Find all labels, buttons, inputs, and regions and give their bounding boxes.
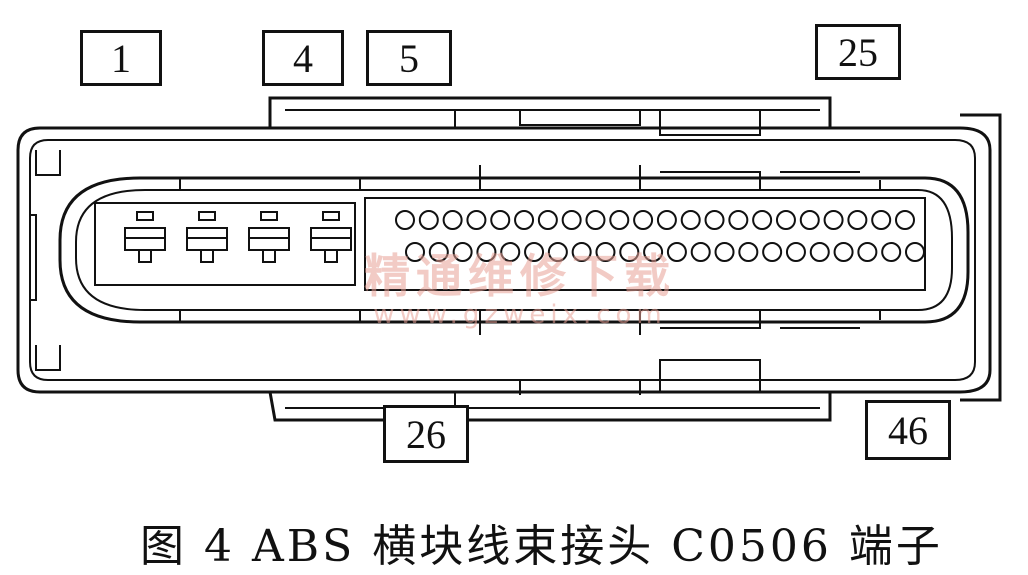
left-latch xyxy=(35,150,61,176)
signal-pin-bottom xyxy=(428,242,449,262)
cavity-outer xyxy=(58,176,970,324)
pin-label-5-text: 5 xyxy=(399,35,419,81)
signal-pin-top xyxy=(895,210,915,230)
signal-pin-bottom xyxy=(500,242,521,262)
pin-label-25-text: 25 xyxy=(838,29,878,75)
signal-pin-bottom xyxy=(666,242,687,262)
signal-pin-top xyxy=(418,210,439,230)
left-latch-2 xyxy=(35,345,61,371)
signal-pin-top xyxy=(395,210,415,230)
signal-pin-top xyxy=(609,210,630,230)
power-terminal xyxy=(310,211,352,263)
pin-label-1: 1 xyxy=(80,30,162,86)
signal-pin-bottom xyxy=(881,242,902,262)
pin-label-1-text: 1 xyxy=(111,35,131,81)
signal-pin-top xyxy=(514,210,535,230)
signal-pin-bottom xyxy=(595,242,616,262)
housing-outer xyxy=(16,126,992,394)
signal-pin-top xyxy=(490,210,511,230)
signal-pin-top xyxy=(704,210,725,230)
top-rail xyxy=(268,96,832,128)
cavity-inner xyxy=(75,189,953,311)
signal-pin-bottom xyxy=(452,242,473,262)
signal-pin-block xyxy=(364,197,926,291)
signal-pin-bottom xyxy=(785,242,806,262)
top-rail-notch xyxy=(454,110,761,136)
signal-pin-bottom xyxy=(738,242,759,262)
signal-pin-top xyxy=(537,210,558,230)
signal-pin-bottom xyxy=(809,242,830,262)
pin-label-46: 46 xyxy=(865,400,951,460)
left-slot xyxy=(30,214,37,301)
signal-pin-top xyxy=(752,210,773,230)
signal-pin-bottom xyxy=(762,242,783,262)
signal-pin-bottom xyxy=(905,242,925,262)
bottom-rail-notch xyxy=(454,359,761,408)
signal-pin-top xyxy=(775,210,796,230)
signal-pin-bottom xyxy=(524,242,545,262)
signal-pin-bottom xyxy=(571,242,592,262)
signal-pin-top xyxy=(633,210,654,230)
signal-pin-top xyxy=(466,210,487,230)
signal-pin-top xyxy=(680,210,701,230)
signal-pin-bottom xyxy=(714,242,735,262)
power-terminal-block xyxy=(94,202,356,286)
pin-label-4: 4 xyxy=(262,30,344,86)
signal-pin-top xyxy=(561,210,582,230)
pin-label-25: 25 xyxy=(815,24,901,80)
power-terminal xyxy=(124,211,166,263)
pin-label-26-text: 26 xyxy=(406,411,446,457)
signal-pin-bottom xyxy=(833,242,854,262)
cavity-bottom-steps xyxy=(179,309,881,335)
signal-pin-top xyxy=(847,210,868,230)
signal-pin-top xyxy=(656,210,677,230)
pin-label-5: 5 xyxy=(366,30,452,86)
signal-pin-top xyxy=(871,210,892,230)
bottom-rail xyxy=(268,391,832,422)
right-end-cap xyxy=(960,113,1002,402)
figure-caption: 图 4 ABS 横块线束接头 C0506 端子 xyxy=(140,521,943,572)
signal-pin-top xyxy=(799,210,820,230)
signal-pin-bottom xyxy=(476,242,497,262)
signal-pin-top xyxy=(728,210,749,230)
signal-pin-top xyxy=(823,210,844,230)
signal-pin-top xyxy=(585,210,606,230)
pin-label-46-text: 46 xyxy=(888,407,928,453)
signal-pin-bottom xyxy=(643,242,664,262)
power-terminal xyxy=(248,211,290,263)
power-terminal xyxy=(186,211,228,263)
signal-pin-bottom xyxy=(690,242,711,262)
signal-pin-bottom xyxy=(619,242,640,262)
cavity-top-steps xyxy=(179,165,881,191)
housing-inner xyxy=(29,139,976,381)
signal-pin-bottom xyxy=(405,242,425,262)
signal-pin-bottom xyxy=(547,242,568,262)
signal-pin-top xyxy=(442,210,463,230)
pin-label-26: 26 xyxy=(383,405,469,463)
pin-label-4-text: 4 xyxy=(293,35,313,81)
signal-pin-bottom xyxy=(857,242,878,262)
